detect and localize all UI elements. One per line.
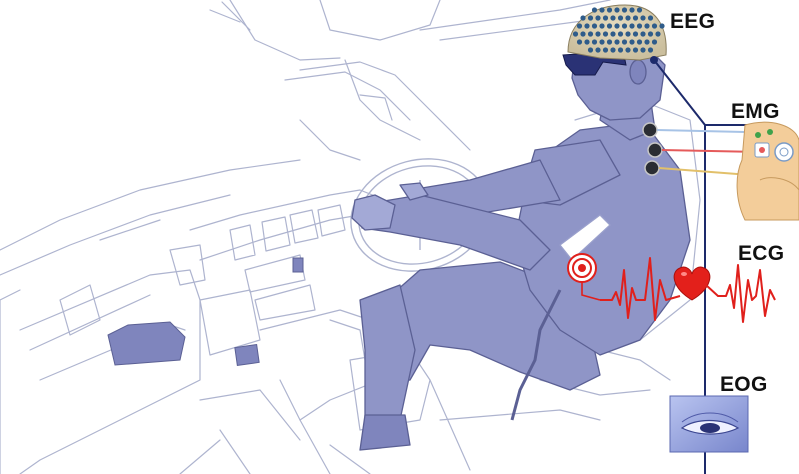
glovebox-panel <box>108 322 185 365</box>
eeg-electrode-dot <box>580 15 585 20</box>
eeg-electrode-dot <box>573 31 578 36</box>
eeg-electrode-dot <box>648 31 653 36</box>
dash-switch <box>293 258 303 272</box>
eeg-label: EEG <box>670 10 715 34</box>
eeg-electrode-dot <box>652 23 657 28</box>
radio-unit <box>235 345 259 366</box>
eeg-electrode-dot <box>577 39 582 44</box>
ecg-label: ECG <box>738 242 784 266</box>
eeg-electrode-dot <box>603 47 608 52</box>
eeg-electrode-dot <box>629 7 634 12</box>
eeg-electrode-dot <box>622 39 627 44</box>
eeg-electrode-dot <box>637 7 642 12</box>
ecg-trace-right <box>706 265 775 322</box>
eeg-electrode-dot <box>595 15 600 20</box>
eeg-electrode-dot <box>622 7 627 12</box>
eeg-electrode-dot <box>629 39 634 44</box>
eeg-electrode-dot <box>648 47 653 52</box>
eeg-electrode-dot <box>592 23 597 28</box>
eeg-electrode-dot <box>640 15 645 20</box>
eeg-electrode-dot <box>607 23 612 28</box>
eeg-electrode-dot <box>655 31 660 36</box>
eeg-electrode-dot <box>592 7 597 12</box>
eeg-electrode-dot <box>577 23 582 28</box>
eeg-electrode-dot <box>614 39 619 44</box>
eeg-electrode-dot <box>588 31 593 36</box>
eeg-electrode-dot <box>633 47 638 52</box>
eeg-electrode-dot <box>652 39 657 44</box>
eog-label: EOG <box>720 373 768 397</box>
eeg-electrode-dot <box>610 15 615 20</box>
eeg-electrode-dot <box>614 23 619 28</box>
eeg-electrode-dot <box>614 7 619 12</box>
eeg-electrode-dot <box>659 23 664 28</box>
eeg-electrode-dot <box>599 7 604 12</box>
eeg-electrode-dot <box>618 15 623 20</box>
eeg-electrode-dot <box>633 31 638 36</box>
eeg-electrode-dot <box>595 31 600 36</box>
eeg-electrode-dot <box>637 39 642 44</box>
eeg-electrode-dot <box>603 15 608 20</box>
eeg-electrode-dot <box>625 31 630 36</box>
emg-label: EMG <box>731 100 780 124</box>
eeg-electrode-dot <box>580 31 585 36</box>
eeg-electrode-dot <box>640 47 645 52</box>
eeg-electrode-dot <box>625 15 630 20</box>
eeg-electrode-dot <box>618 31 623 36</box>
ecg-electrode-icon <box>568 254 596 282</box>
eeg-electrode-dot <box>633 15 638 20</box>
eeg-electrode-dot <box>637 23 642 28</box>
eeg-electrode-dot <box>584 23 589 28</box>
eeg-electrode-dot <box>644 23 649 28</box>
eeg-electrode-dot <box>644 39 649 44</box>
eeg-electrode-dot <box>603 31 608 36</box>
eeg-electrode-dot <box>618 47 623 52</box>
eeg-electrode-dot <box>610 31 615 36</box>
eeg-electrode-dot <box>625 47 630 52</box>
eeg-electrode-dot <box>584 39 589 44</box>
eeg-electrode-dot <box>599 39 604 44</box>
eeg-electrode-dot <box>595 47 600 52</box>
eye-icon <box>670 396 748 452</box>
eeg-electrode-dot <box>607 39 612 44</box>
eeg-electrode-dot <box>610 47 615 52</box>
eeg-connector <box>650 56 658 64</box>
eeg-electrode-dot <box>648 15 653 20</box>
emg-arm-icon <box>737 122 799 220</box>
eeg-electrode-dot <box>622 23 627 28</box>
eeg-electrode-dot <box>640 31 645 36</box>
eeg-electrode-dot <box>592 39 597 44</box>
eeg-electrode-dot <box>588 15 593 20</box>
eeg-electrode-dot <box>607 7 612 12</box>
eeg-electrode-dot <box>588 47 593 52</box>
eeg-electrode-dot <box>599 23 604 28</box>
eeg-electrode-dot <box>629 23 634 28</box>
